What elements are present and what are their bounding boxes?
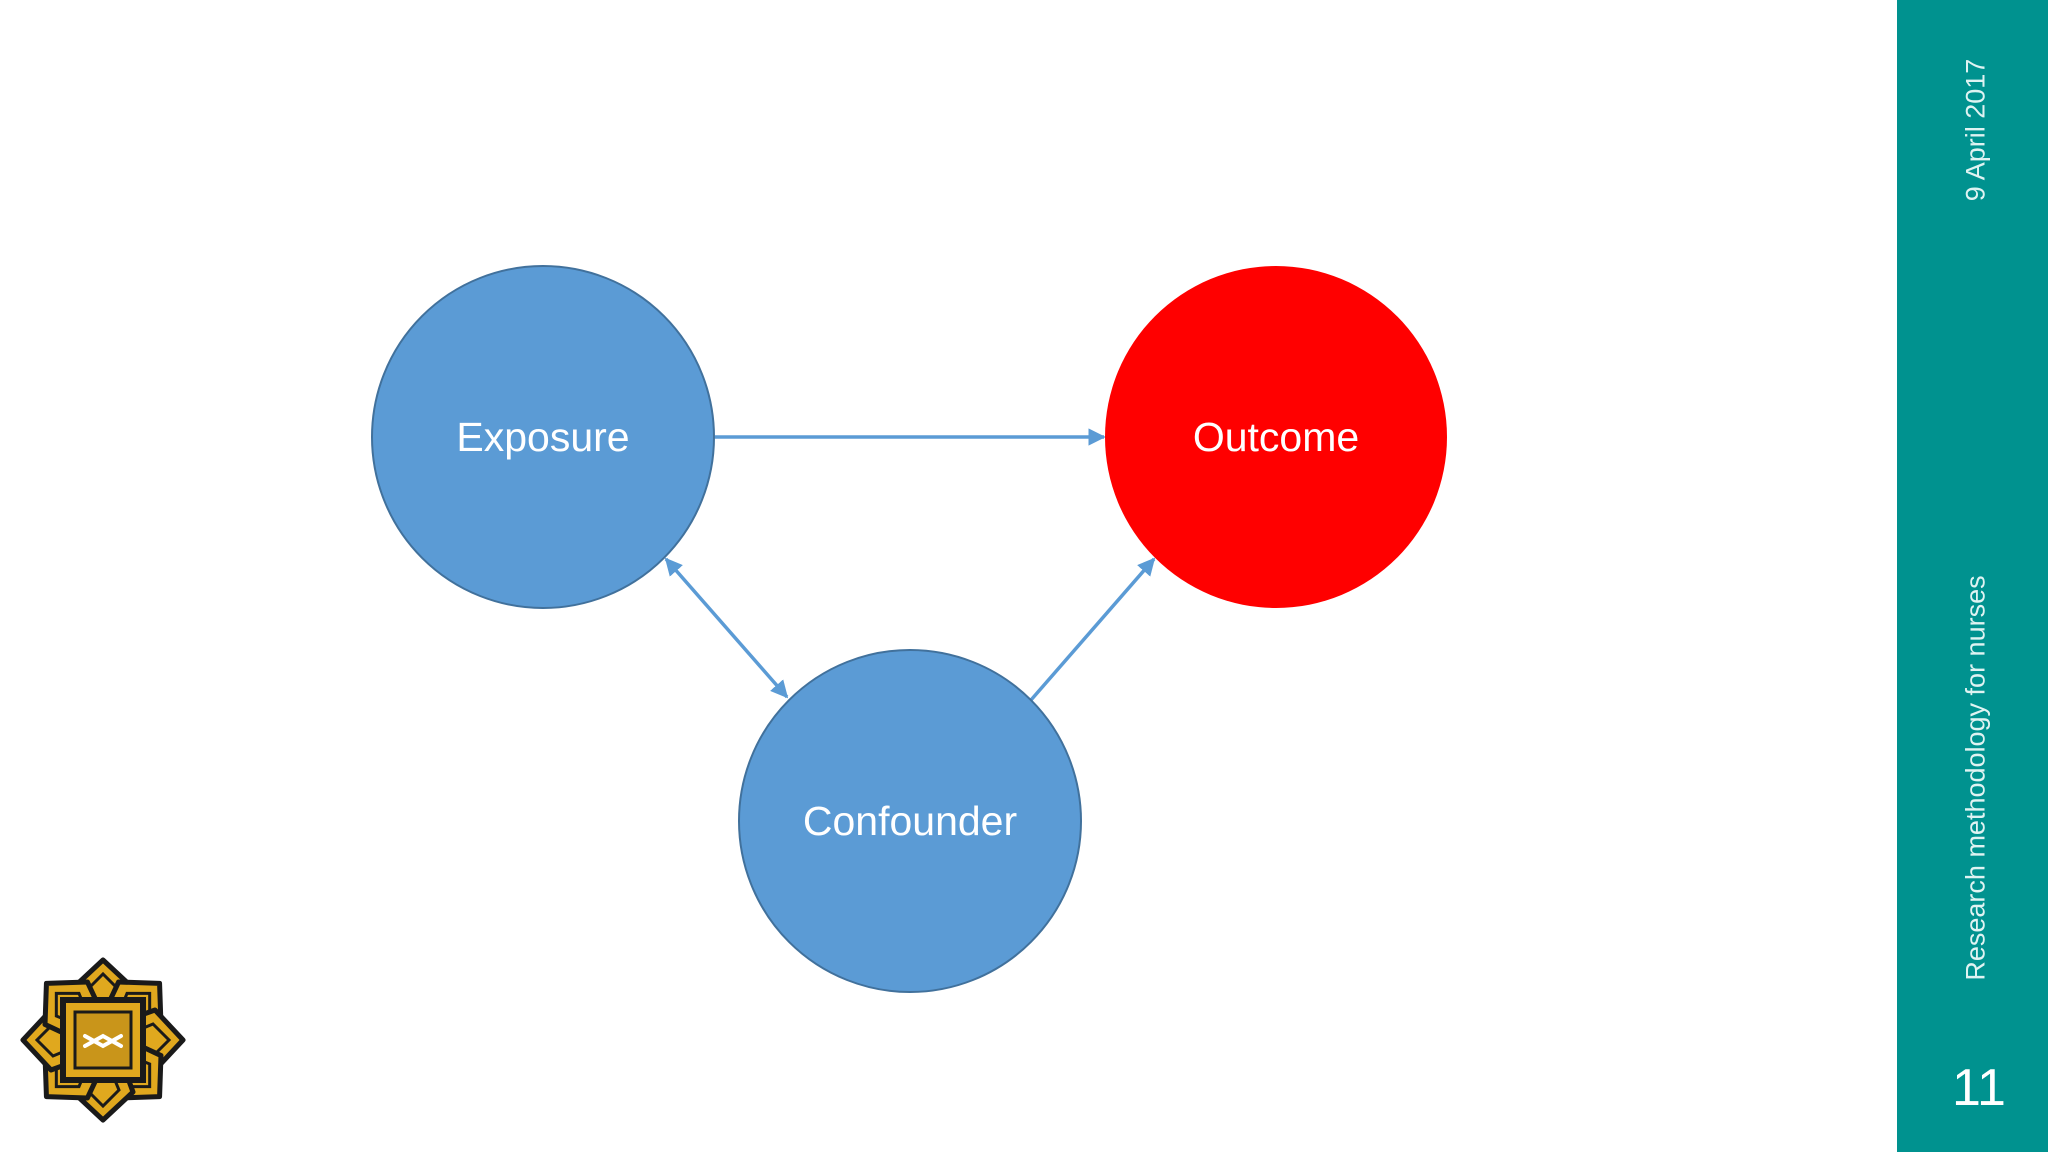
node-outcome: Outcome (1105, 266, 1447, 608)
slide-number: 11 (1952, 1059, 2006, 1117)
arrow-exposure-confounder (664, 557, 789, 699)
causal-diagram: Exposure Outcome Confounder (371, 265, 1447, 993)
slide-date: 9 April 2017 (1960, 58, 1991, 202)
presentation-title: Research methodology for nurses (1960, 575, 1991, 981)
sidebar-band (1897, 0, 2048, 1152)
node-exposure: Exposure (371, 265, 715, 609)
node-confounder: Confounder (738, 649, 1082, 993)
node-confounder-label: Confounder (803, 798, 1017, 844)
node-outcome-label: Outcome (1193, 414, 1359, 460)
university-emblem-icon (20, 957, 186, 1123)
node-exposure-label: Exposure (456, 414, 629, 460)
arrow-confounder-to-outcome (1029, 557, 1156, 702)
